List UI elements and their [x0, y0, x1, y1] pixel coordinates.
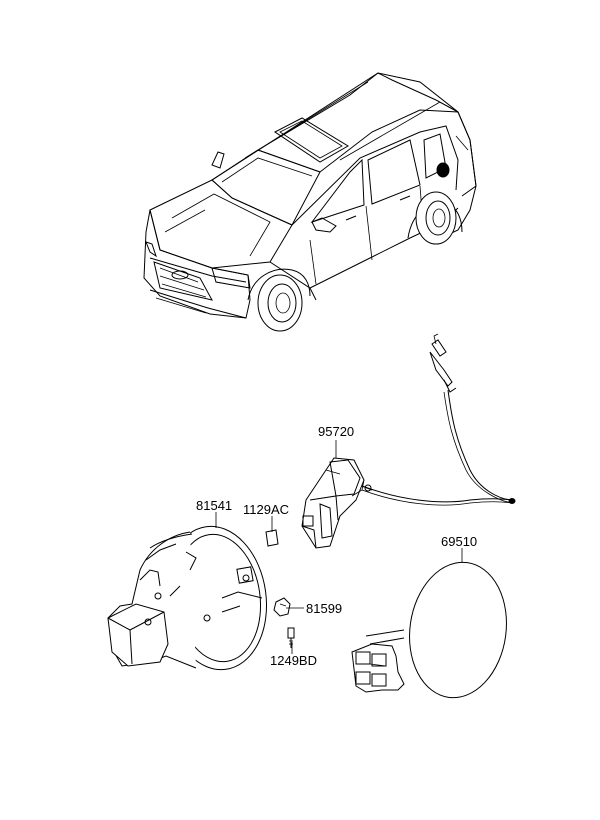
fuel-door-actuator-illustration: [301, 457, 373, 549]
fuel-door-location-marker: [436, 162, 450, 178]
suv-vehicle-illustration: [143, 72, 477, 332]
fuel-filler-housing-illustration: [107, 525, 295, 671]
label-69510: 69510: [441, 534, 477, 549]
label-81599: 81599: [306, 601, 342, 616]
label-95720: 95720: [318, 424, 354, 439]
label-1249BD: 1249BD: [270, 653, 317, 668]
fuel-door-opener-cable-illustration: [361, 333, 516, 506]
fuel-filler-door-illustration: [351, 561, 507, 699]
label-81541: 81541: [196, 498, 232, 513]
label-1129AC: 1129AC: [243, 502, 289, 517]
leader-lines: [215, 440, 463, 654]
